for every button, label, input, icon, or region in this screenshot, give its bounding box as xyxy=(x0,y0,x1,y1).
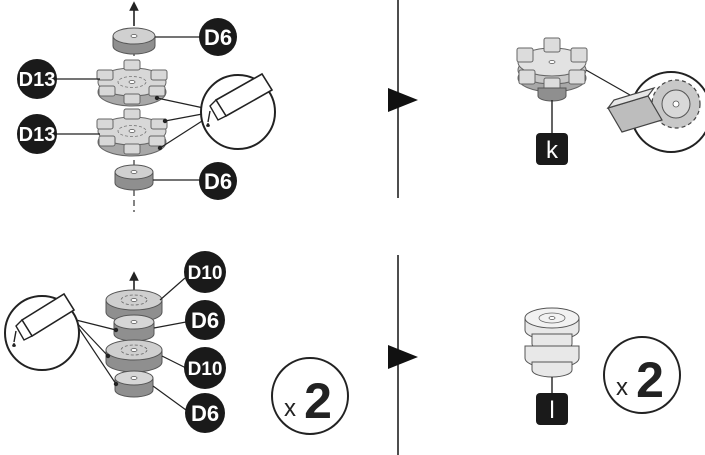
part-label: D6 xyxy=(185,393,225,433)
spacer-part xyxy=(114,370,154,398)
part-label: D6 xyxy=(199,162,237,200)
step-top-left: D6 D13 D13 D6 xyxy=(17,1,276,212)
sanding-callout xyxy=(606,71,705,153)
svg-text:2: 2 xyxy=(304,373,332,429)
leader-lines xyxy=(75,277,187,411)
svg-text:2: 2 xyxy=(636,352,664,408)
spacer-part xyxy=(113,314,155,342)
part-label: D10 xyxy=(184,347,226,389)
svg-text:k: k xyxy=(546,137,559,164)
spacer-part xyxy=(112,27,156,55)
arrow-right-icon xyxy=(388,88,418,112)
svg-text:D10: D10 xyxy=(188,263,223,284)
part-label: D10 xyxy=(184,251,226,293)
arrow-right-icon xyxy=(388,345,418,369)
svg-text:D6: D6 xyxy=(204,169,232,194)
svg-text:D6: D6 xyxy=(191,401,219,426)
svg-text:D6: D6 xyxy=(204,25,232,50)
glue-bottle-icon xyxy=(4,292,80,371)
part-label: D13 xyxy=(17,59,57,99)
svg-text:x: x xyxy=(284,395,296,422)
part-label: D6 xyxy=(185,300,225,340)
divider-lines xyxy=(388,0,418,455)
assembled-gear-stack xyxy=(516,37,588,102)
part-tag: k xyxy=(536,133,568,165)
sanding-block-icon xyxy=(606,86,663,133)
svg-text:D13: D13 xyxy=(19,69,56,91)
gear-part xyxy=(96,59,168,107)
spacer-part xyxy=(105,339,163,373)
quantity-multiplier: x 2 xyxy=(603,336,681,414)
svg-text:l: l xyxy=(549,397,554,424)
svg-text:D6: D6 xyxy=(191,308,219,333)
step-bottom-right: l x 2 xyxy=(524,307,681,425)
saw-blade-icon xyxy=(651,79,701,129)
svg-text:D13: D13 xyxy=(19,124,56,146)
assembled-spacer-stack xyxy=(524,307,580,378)
part-label: D6 xyxy=(199,18,237,56)
glue-bottle-icon xyxy=(200,72,276,150)
quantity-multiplier: x 2 xyxy=(271,357,349,435)
part-label: D13 xyxy=(17,114,57,154)
step-top-right: k xyxy=(516,37,705,165)
spacer-part xyxy=(114,164,154,191)
gear-part xyxy=(96,108,168,157)
svg-text:D10: D10 xyxy=(188,359,223,380)
part-tag: l xyxy=(536,393,568,425)
svg-text:x: x xyxy=(616,374,628,401)
step-bottom-left: D10 D6 D10 D6 x 2 xyxy=(4,251,349,435)
